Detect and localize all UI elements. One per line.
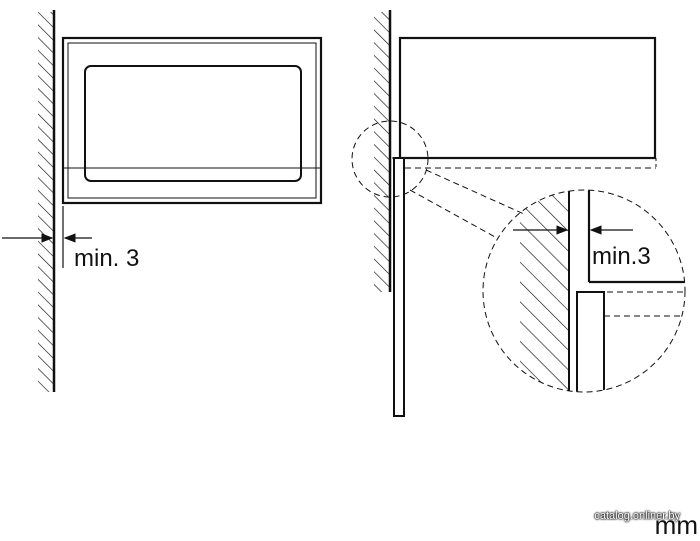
detail-enlargement	[520, 190, 685, 392]
left-gap-label: min. 3	[74, 245, 139, 272]
detail-connector-bottom	[409, 189, 498, 239]
detail-wall-hatching	[520, 190, 569, 392]
appliance-front-outer	[61, 36, 323, 205]
door-panel	[393, 157, 405, 417]
right-wall-hatching	[374, 12, 390, 292]
side-view: min.3	[351, 10, 686, 417]
left-wall-hatching	[38, 12, 54, 392]
detail-connector-top	[425, 169, 525, 215]
detail-marker-circle	[351, 120, 429, 198]
detail-gap-label: min.3	[592, 243, 651, 270]
appliance-front-inner	[67, 42, 317, 199]
detail-circle-outline	[482, 189, 686, 393]
front-view: min. 3	[2, 10, 323, 392]
appliance-window	[84, 65, 302, 182]
watermark: catalog.onliner.by	[594, 510, 680, 522]
appliance-side-body	[398, 36, 657, 160]
detail-door-panel	[576, 291, 605, 392]
unit-label: mm	[654, 510, 698, 540]
